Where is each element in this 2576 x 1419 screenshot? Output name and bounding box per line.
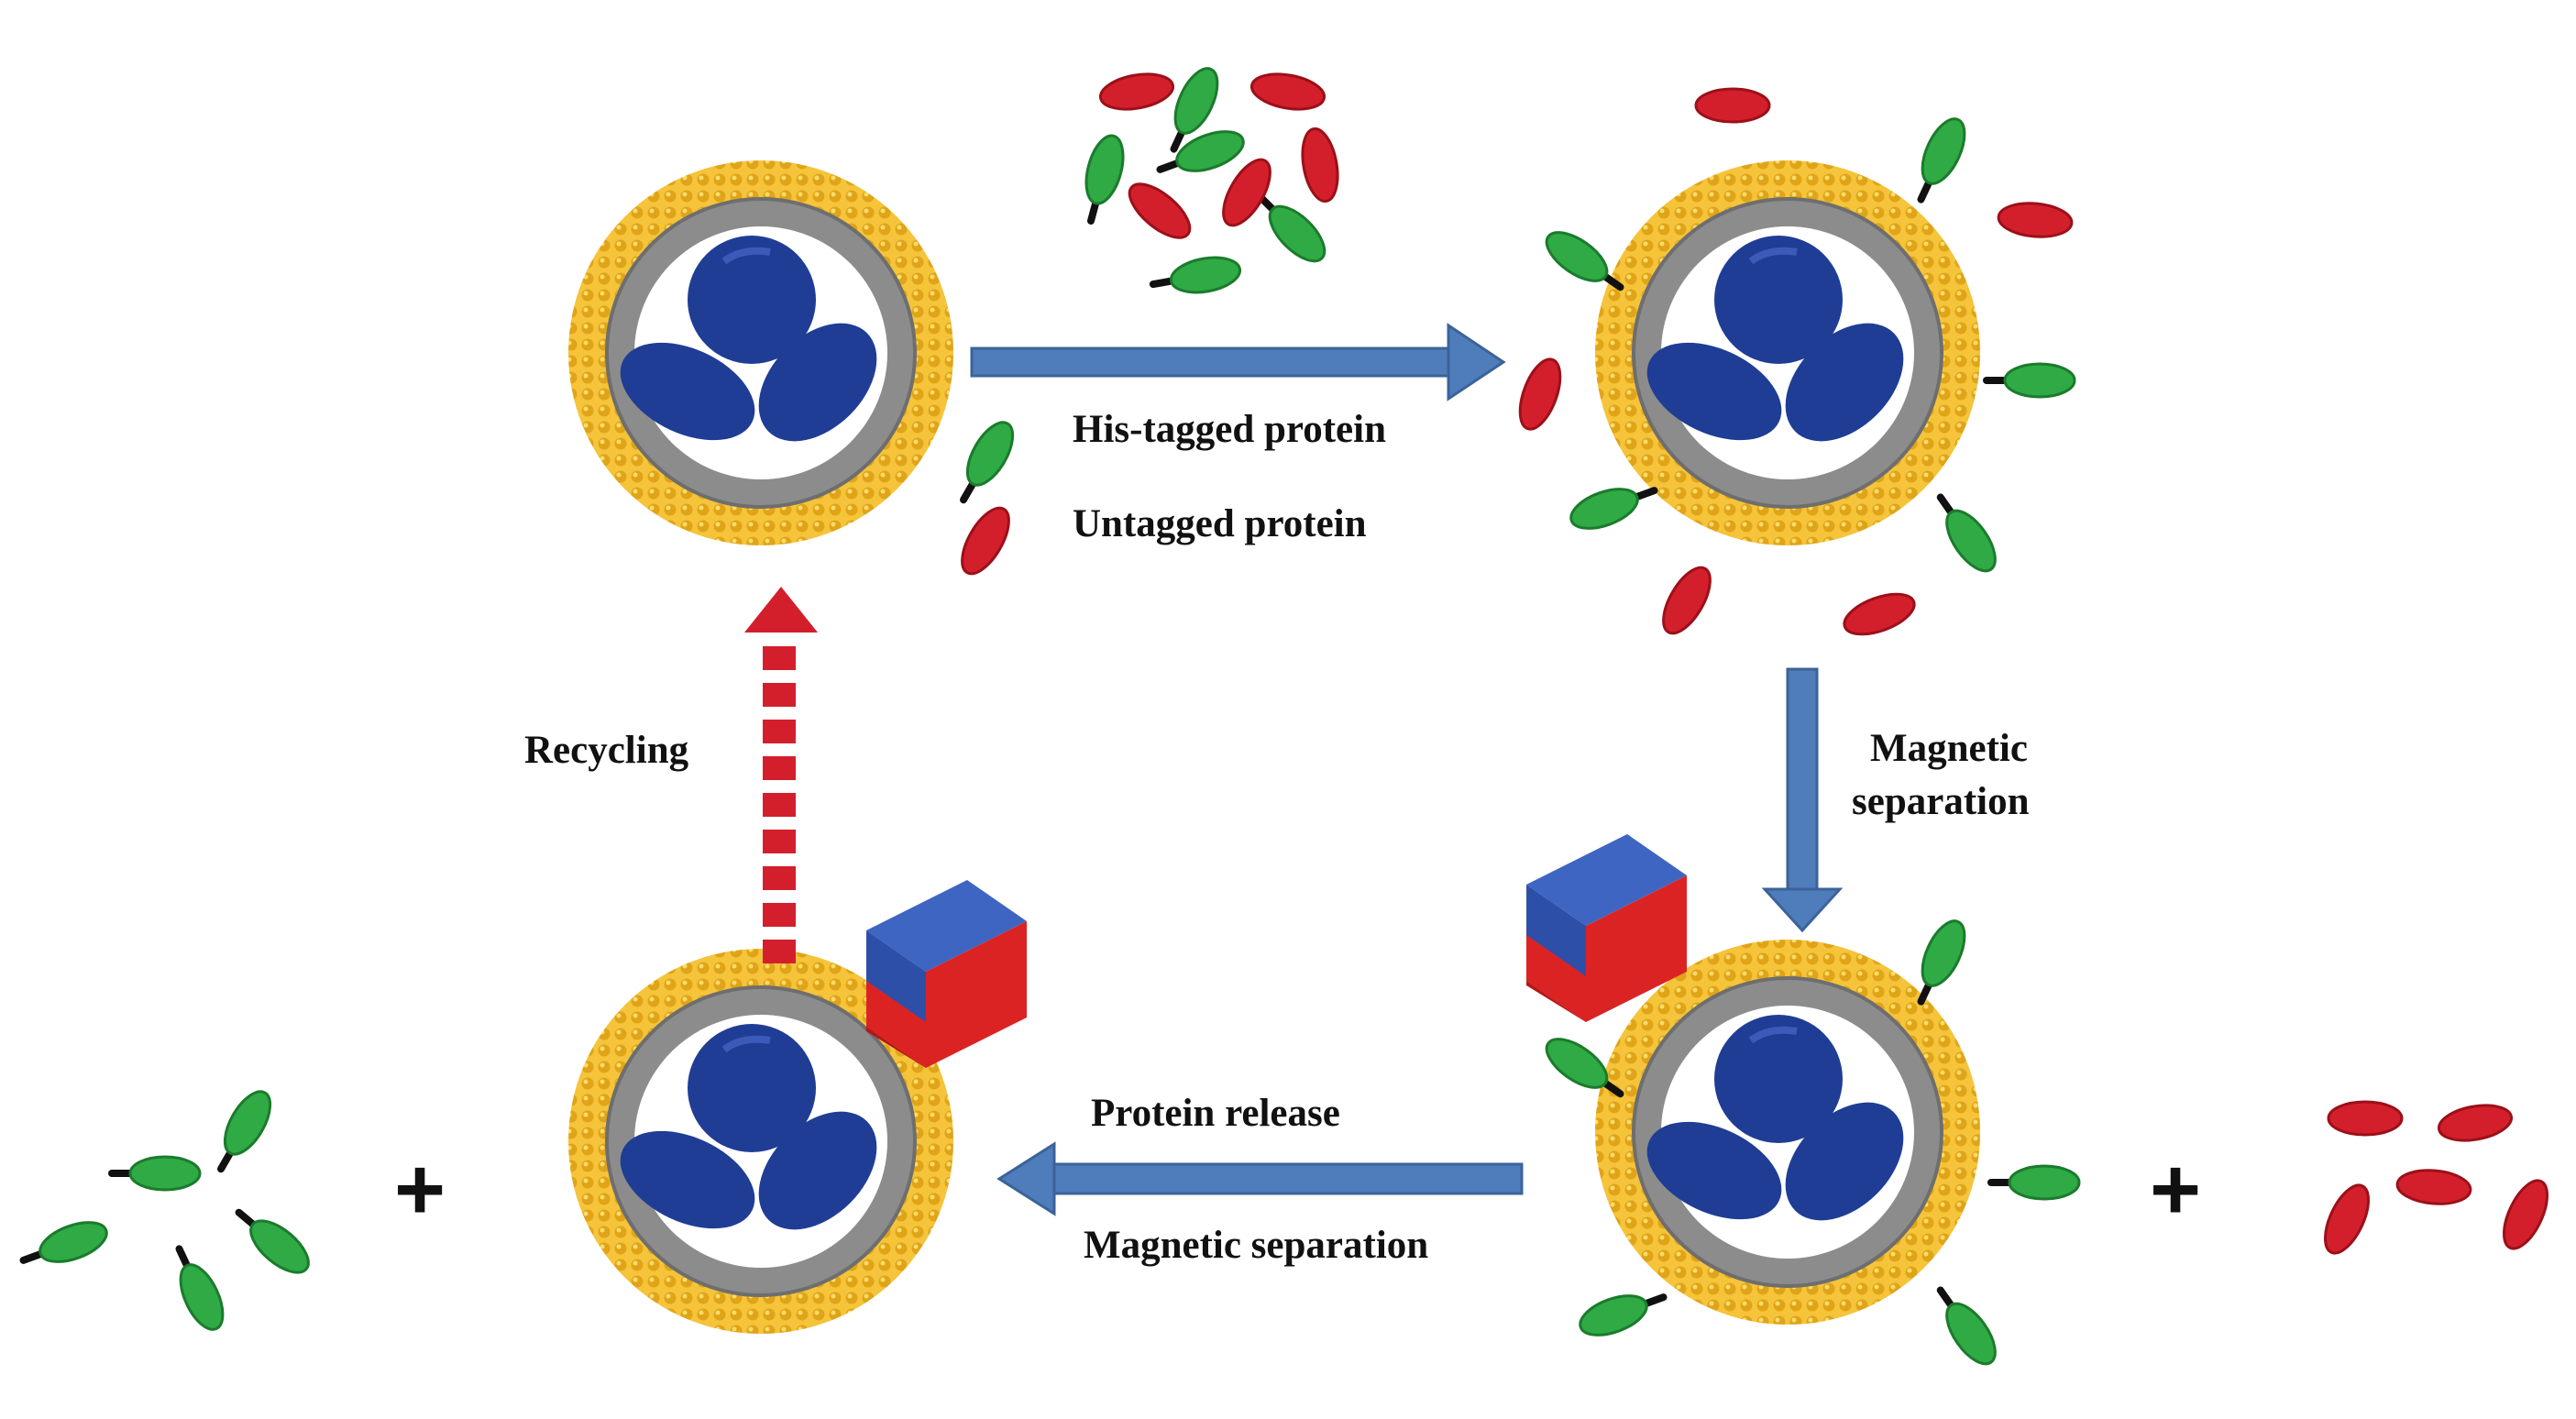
arrow-magnetic-separation <box>1761 667 1844 933</box>
protein-release-label: Protein release <box>1091 1092 1340 1135</box>
arrow-binding <box>970 323 1506 402</box>
untagged-protein-label: Untagged protein <box>1073 502 1367 545</box>
protein-mixture-icon <box>1075 62 1345 301</box>
arrow-recycling <box>744 587 818 963</box>
magnet-bottom-left-icon <box>866 880 1027 1068</box>
magnetic-separation-label-line1: Magnetic <box>1870 727 2028 770</box>
his-tagged-protein-label: His-tagged protein <box>1073 408 1386 451</box>
magnetic-separation-bottom-label: Magnetic separation <box>1084 1224 1428 1267</box>
plus-sign-left: + <box>394 1140 446 1238</box>
magnetic-separation-label-line2: separation <box>1852 780 2030 823</box>
his-tagged-proteins-released-icon <box>17 1084 316 1336</box>
arrow-protein-release <box>996 1141 1524 1216</box>
plus-sign-right: + <box>2150 1140 2201 1238</box>
recycling-label: Recycling <box>524 729 689 772</box>
untagged-proteins-released-icon <box>2315 1098 2558 1261</box>
nanoparticle-top-left-icon <box>568 160 953 545</box>
legend-protein-markers-icon <box>949 415 1021 583</box>
